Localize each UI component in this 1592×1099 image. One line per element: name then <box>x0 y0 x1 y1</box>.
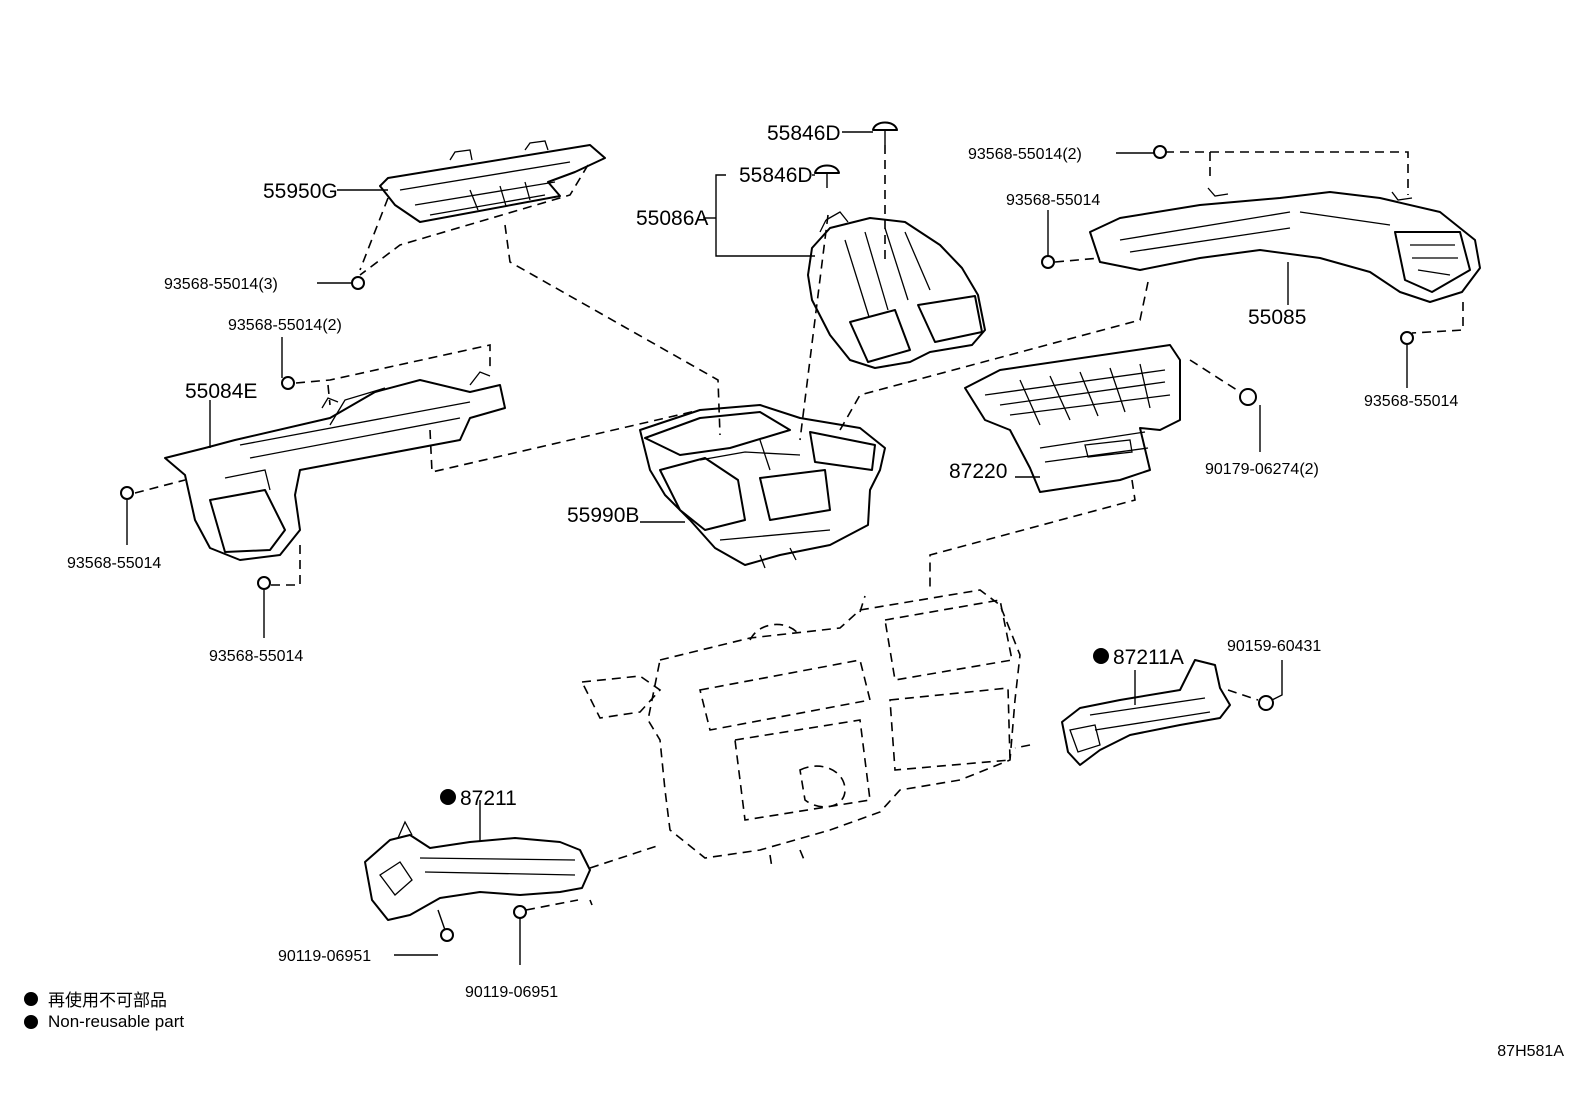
part-55084E-drawing <box>164 371 506 561</box>
assembly-lines <box>134 145 1464 911</box>
part-87211-drawing <box>364 820 591 921</box>
label-55846D-lower: 55846D <box>739 164 813 187</box>
fastener-icons <box>120 121 1414 942</box>
label-93568-55014-right-lower: 93568-55014 <box>1364 393 1458 410</box>
bullet-dot-icon <box>24 991 38 1006</box>
screw-icon-93568-left-a <box>120 486 134 500</box>
non-reusable-marker-87211A <box>1093 648 1109 664</box>
legend-non-reusable-en: Non-reusable part <box>24 1012 184 1032</box>
screw-icon-93568-right-upper <box>1041 255 1055 269</box>
part-55990B-drawing <box>639 404 886 569</box>
screw-icon-93568-2-left <box>281 376 295 390</box>
label-93568-55014-left-a: 93568-55014 <box>67 555 161 572</box>
clip-icon-55846D-a <box>872 121 898 145</box>
screw-icon-90119-b <box>513 905 527 919</box>
bullet-dot-icon <box>24 1015 38 1029</box>
label-93568-55014-2-left: 93568-55014(2) <box>228 317 342 334</box>
label-90179-06274-2: 90179-06274(2) <box>1205 461 1319 478</box>
screw-icon-90119-a <box>437 909 454 942</box>
screw-icon-93568-2-right <box>1153 145 1167 159</box>
screw-icon-93568-left-b <box>257 576 271 590</box>
label-55950G: 55950G <box>263 180 338 203</box>
label-87211A: 87211A <box>1113 646 1184 669</box>
label-93568-55014-3: 93568-55014(3) <box>164 276 278 293</box>
figure-code: 87H581A <box>1497 1043 1564 1060</box>
clip-icon-55846D-b <box>814 164 840 188</box>
label-90119-06951-b: 90119-06951 <box>465 984 558 1001</box>
label-90159-60431: 90159-60431 <box>1227 638 1321 655</box>
screw-icon-93568-3 <box>351 276 365 290</box>
label-55084E: 55084E <box>185 380 257 403</box>
non-reusable-marker-87211 <box>440 789 456 805</box>
label-55990B: 55990B <box>567 504 639 527</box>
label-55846D-upper: 55846D <box>767 122 841 145</box>
legend-text-ja: 再使用不可部品 <box>48 991 167 1010</box>
part-55086A-drawing <box>807 211 986 369</box>
label-55085: 55085 <box>1248 306 1306 329</box>
screw-icon-93568-right-lower <box>1400 331 1414 345</box>
legend-text-en: Non-reusable part <box>48 1012 185 1031</box>
part-55085-drawing <box>1089 187 1481 303</box>
legend-non-reusable-ja: 再使用不可部品 <box>24 986 167 1011</box>
label-90119-06951-a: 90119-06951 <box>278 948 371 965</box>
label-55086A: 55086A <box>636 207 708 230</box>
label-87220: 87220 <box>949 460 1007 483</box>
nut-icon-90179 <box>1239 388 1257 406</box>
hvac-unit-drawing <box>580 589 1021 869</box>
screw-icon-90159 <box>1258 695 1274 711</box>
leader-lines <box>126 131 1408 965</box>
part-55950G-drawing <box>379 140 606 223</box>
label-87211: 87211 <box>460 787 517 810</box>
part-87211A-drawing <box>1061 659 1231 766</box>
label-93568-55014-left-b: 93568-55014 <box>209 648 303 665</box>
label-93568-55014-2-right: 93568-55014(2) <box>968 146 1082 163</box>
label-93568-55014-right-upper: 93568-55014 <box>1006 192 1100 209</box>
part-87220-drawing <box>964 344 1181 493</box>
